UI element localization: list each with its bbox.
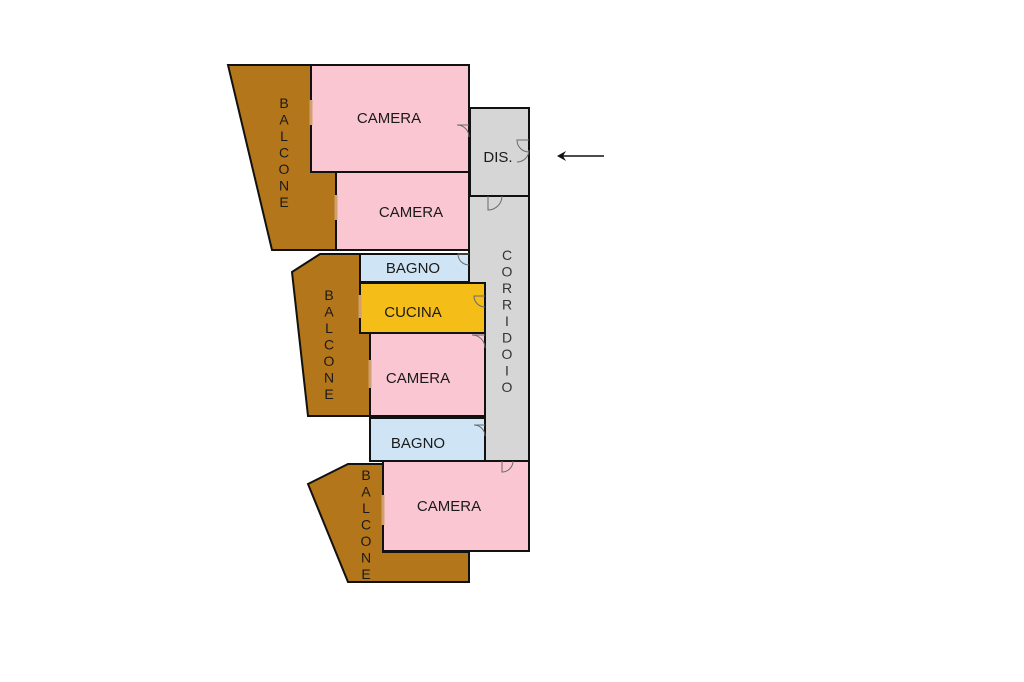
door-swing (501, 460, 514, 473)
room-label-bagno: BAGNO (391, 435, 445, 452)
room-label-cucina: CUCINA (384, 304, 442, 321)
door-swing (516, 139, 530, 153)
room-label-camera: CAMERA (417, 498, 481, 515)
door-swing (473, 295, 486, 308)
door-swing (516, 149, 530, 163)
door-swing (487, 195, 503, 211)
room-label-camera: CAMERA (379, 204, 443, 221)
room-label-bagno: BAGNO (386, 260, 440, 277)
camera-room-1 (310, 64, 470, 173)
door-swing (471, 334, 486, 349)
bagno-room-2 (369, 417, 486, 462)
cucina-room (359, 282, 486, 334)
door-swing (473, 424, 486, 437)
arrow-left-icon (557, 151, 604, 161)
door-swing (456, 124, 470, 138)
door-swing (457, 253, 470, 266)
bagno-room-1 (359, 253, 470, 283)
room-label-disimpegno: DIS. (483, 149, 512, 166)
room-label-camera: CAMERA (386, 370, 450, 387)
room-label-camera: CAMERA (357, 110, 421, 127)
camera-room-3 (369, 332, 486, 417)
